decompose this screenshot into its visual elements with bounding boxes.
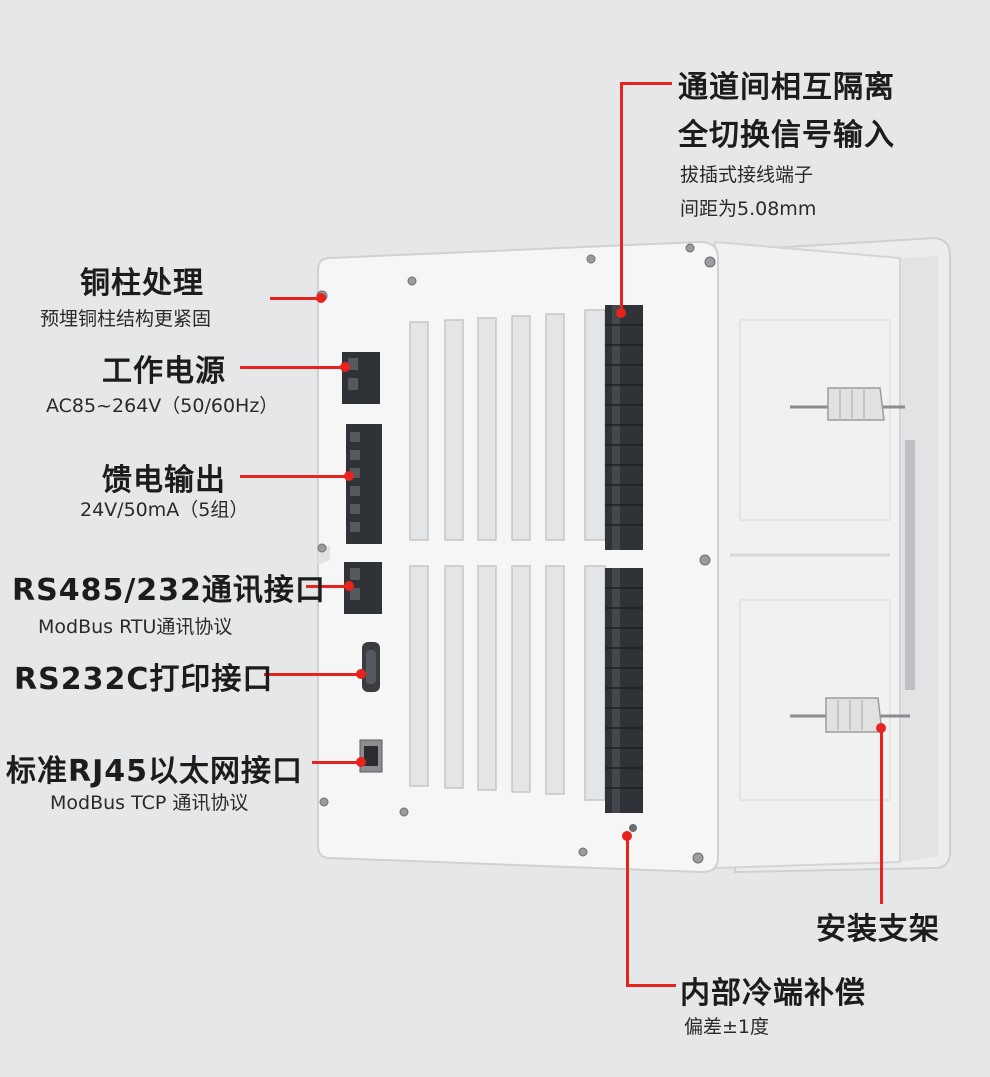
callout-line-copper [270,297,320,300]
callout-dot-power [340,362,350,372]
callout-line-bracket [880,728,883,904]
callout-line-channel-v [620,82,623,312]
callout-dot-rj45 [356,757,366,767]
cold-junction-title: 内部冷端补偿 [680,976,866,1011]
callout-line-rs485 [306,585,350,588]
callout-dot-rs485 [344,581,354,591]
rs485-sub: ModBus RTU通讯协议 [38,616,233,638]
cold-junction-sub: 偏差±1度 [684,1016,770,1038]
callout-line-feed [240,475,350,478]
callout-line-cold-junction-v [626,836,629,986]
callout-line-cold-junction-h [626,984,676,987]
bracket-title: 安装支架 [816,912,940,947]
channel-isolation-sub-1: 拔插式接线端子 [680,164,814,186]
rj45-title: 标准RJ45以太网接口 [6,754,304,789]
power-title: 工作电源 [102,354,226,389]
callout-line-rs232c [264,673,362,676]
callout-dot-channel [616,308,626,318]
callout-line-power [240,366,346,369]
callout-dot-copper [316,293,326,303]
callout-dot-feed [344,471,354,481]
callout-dot-rs232c [356,669,366,679]
copper-post-title: 铜柱处理 [80,266,204,301]
feed-sub: 24V/50mA（5组） [80,499,249,521]
feed-title: 馈电输出 [102,463,226,498]
rj45-sub: ModBus TCP 通讯协议 [50,792,249,814]
callout-line-rj45 [312,761,362,764]
power-sub: AC85~264V（50/60Hz） [46,395,279,417]
rs232c-title: RS232C打印接口 [14,662,274,697]
rs485-title: RS485/232通讯接口 [12,573,326,608]
callout-dot-cold-junction [622,831,632,841]
callout-line-channel-h [620,82,672,85]
channel-isolation-title-2: 全切换信号输入 [678,118,895,153]
callout-dot-bracket [876,723,886,733]
channel-isolation-title-1: 通道间相互隔离 [678,70,895,105]
channel-isolation-sub-2: 间距为5.08mm [680,198,817,220]
copper-post-sub: 预埋铜柱结构更紧固 [40,308,212,330]
